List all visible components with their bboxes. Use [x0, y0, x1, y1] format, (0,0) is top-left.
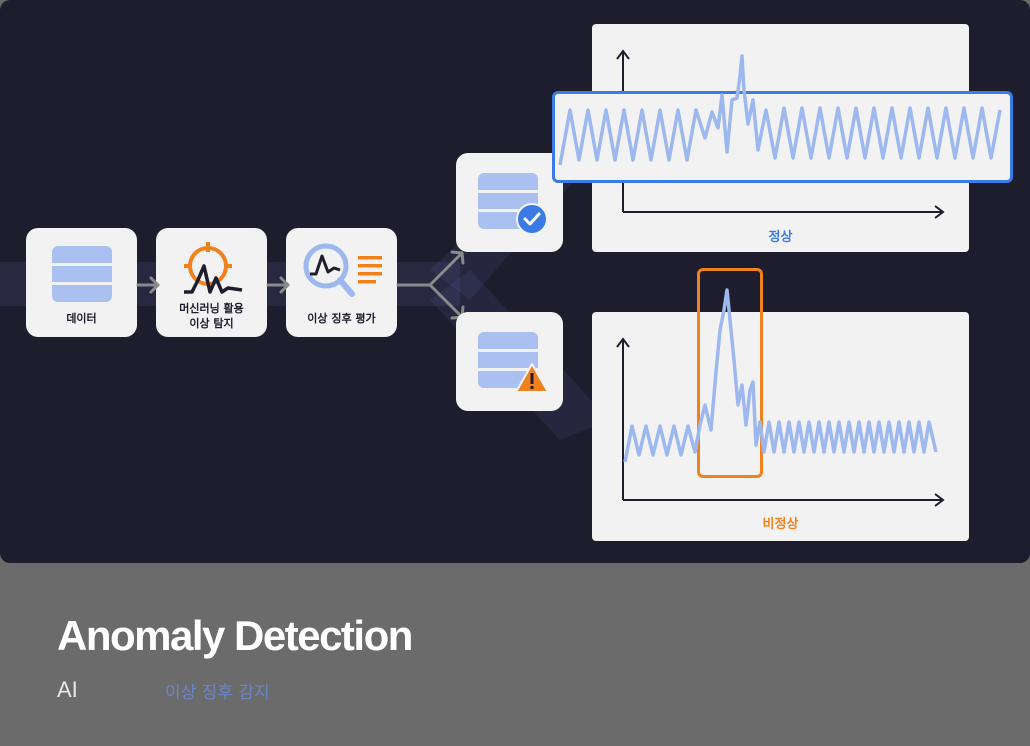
step-eval-label: 이상 징후 평가: [307, 312, 376, 325]
step-eval-card: 이상 징후 평가: [286, 228, 397, 337]
step-data-label: 데이터: [66, 312, 97, 325]
flow-arrows: [136, 250, 465, 320]
category-label: AI: [57, 677, 78, 702]
abnormal-waveform: [623, 288, 938, 463]
diagram-panel: 데이터 머신러닝 활용 이상 탐지 이상 징후 평가: [0, 0, 1030, 563]
abnormal-highlight-box: [697, 268, 763, 478]
step-ml-card: 머신러닝 활용 이상 탐지: [156, 228, 267, 337]
table-icon: [478, 332, 538, 388]
warning-badge-icon: [515, 363, 549, 393]
step-data-card: 데이터: [26, 228, 137, 337]
abnormal-label: 비정상: [762, 517, 799, 532]
normal-result-card: [456, 153, 563, 252]
step-ml-label-2: 이상 탐지: [189, 317, 234, 330]
target-icon: [184, 242, 243, 294]
magnifier-chart-icon: [303, 243, 382, 297]
subtitle-label: 이상 징후 감지: [165, 683, 270, 703]
step-ml-label-1: 머신러닝 활용: [179, 302, 244, 315]
page-title: Anomaly Detection: [57, 612, 413, 659]
normal-waveform: [558, 54, 1002, 166]
abnormal-chart-axes: [616, 337, 945, 507]
table-icon: [52, 246, 112, 302]
check-badge-icon: [516, 203, 548, 235]
normal-highlight-box: [552, 91, 1013, 183]
abnormal-result-card: [456, 312, 563, 411]
normal-label: 정상: [768, 230, 793, 245]
